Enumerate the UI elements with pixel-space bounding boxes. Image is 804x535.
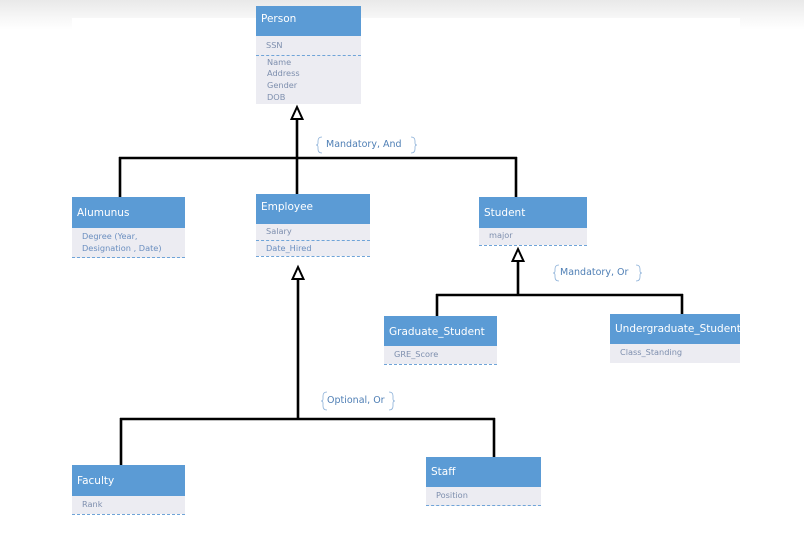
entity-student[interactable]: Student major [479,197,587,246]
entity-staff[interactable]: Staff Position [426,457,541,506]
mandatory-and-left-brace [315,136,323,154]
entity-employee-salary-group: Salary [256,224,370,241]
entity-staff-attributes: Position [426,487,541,506]
employee-inheritance-arrow [290,264,306,280]
entity-employee-attr-salary: Salary [266,226,292,236]
entity-person-attr-dob: DOB [267,91,286,102]
person-inheritance-arrow [289,104,305,120]
entity-employee-header: Employee [256,194,370,224]
entity-alumunus-header: Alumunus [72,197,185,228]
entity-faculty-header: Faculty [72,465,185,496]
entity-employee-date-group: Date_Hired [256,241,370,258]
diagram-canvas [72,18,740,518]
entity-graduate-student[interactable]: Graduate_Student GRE_Score [384,316,497,365]
entity-undergraduate-student-header: Undergraduate_Student [610,314,741,344]
mandatory-or-left-brace [552,264,560,282]
entity-faculty-attr-rank: Rank [82,499,103,509]
entity-employee-attr-date-hired: Date_Hired [266,242,312,253]
entity-person-key: SSN [266,40,283,50]
entity-person-key-group: SSN [256,36,361,56]
entity-alumunus[interactable]: Alumunus Degree (Year, Designation , Dat… [72,197,185,259]
optional-or-left-brace [320,391,328,411]
mandatory-or-right-brace [635,264,643,282]
entity-person[interactable]: Person SSN Name Address Gender DOB [256,6,361,104]
entity-staff-attr-position: Position [436,490,468,500]
entity-person-attr-gender: Gender [267,80,298,91]
entity-employee[interactable]: Employee Salary Date_Hired [256,194,370,258]
entity-person-attributes: Name Address Gender DOB [256,56,361,104]
entity-alumunus-attr-degree-1: Degree (Year, [82,231,138,241]
student-inheritance-arrow [510,246,526,262]
entity-student-header: Student [479,197,587,228]
entity-alumunus-attr-degree-2: Designation , Date) [82,242,162,253]
constraint-mandatory-or: Mandatory, Or [560,267,629,278]
entity-undergraduate-student[interactable]: Undergraduate_Student Class_Standing [610,314,741,363]
constraint-mandatory-and: Mandatory, And [326,139,402,150]
entity-undergraduate-student-attributes: Class_Standing [610,344,740,359]
entity-graduate-student-attr-gre: GRE_Score [394,349,439,359]
entity-student-attr-major: major [489,230,513,240]
constraint-optional-or: Optional, Or [327,395,385,406]
entity-student-attributes: major [479,228,587,246]
entity-graduate-student-attributes: GRE_Score [384,346,497,365]
optional-or-right-brace [388,391,396,411]
entity-person-attr-address: Address [267,68,300,79]
entity-faculty[interactable]: Faculty Rank [72,465,185,515]
mandatory-and-right-brace [410,136,418,154]
entity-undergraduate-student-attr-class: Class_Standing [620,347,683,357]
entity-graduate-student-header: Graduate_Student [384,316,497,346]
entity-staff-header: Staff [426,457,541,487]
entity-person-attr-name: Name [267,56,292,67]
entity-faculty-attributes: Rank [72,496,185,515]
entity-alumunus-attributes: Degree (Year, Designation , Date) [72,228,185,259]
entity-person-header: Person [256,6,361,36]
